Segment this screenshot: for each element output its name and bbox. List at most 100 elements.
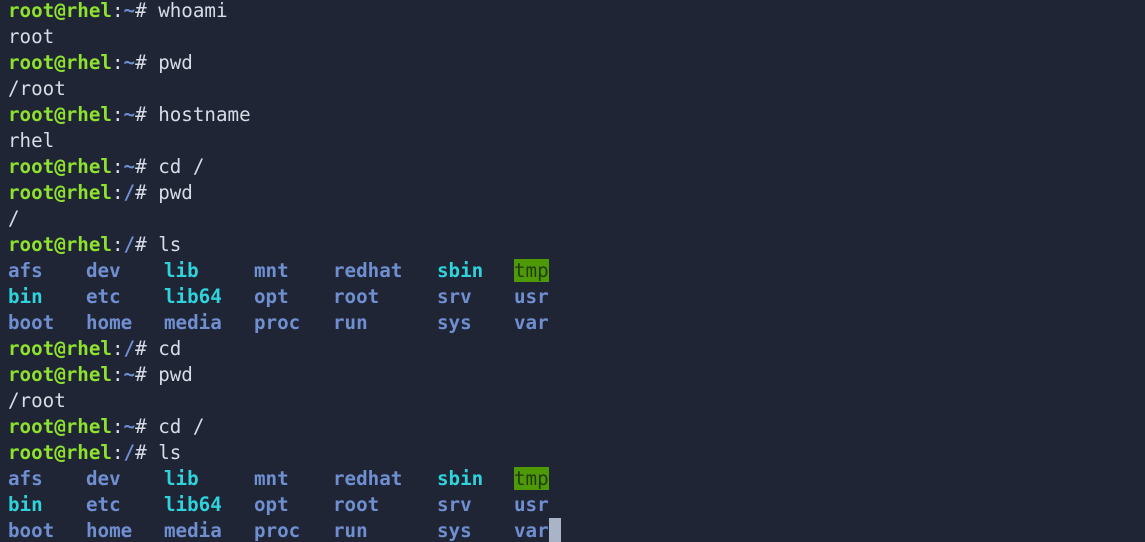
ls-entry-link: sbin	[437, 467, 484, 490]
prompt-line: root@rhel:/# cd	[8, 336, 574, 362]
ls-entry-dir: media	[164, 519, 222, 542]
ls-entry-dir: opt	[254, 285, 289, 308]
prompt-line: root@rhel:/# pwd	[8, 180, 574, 206]
command-text: pwd	[158, 51, 193, 74]
output-line: rhel	[8, 128, 574, 154]
command-text: whoami	[158, 0, 228, 22]
ls-entry-cell: usr	[514, 284, 574, 310]
output-line: /	[8, 206, 574, 232]
ls-entry-dir: etc	[86, 285, 121, 308]
ls-entry-dir: var	[514, 519, 549, 542]
prompt-line: root@rhel:/# ls	[8, 232, 574, 258]
prompt-path: ~	[123, 363, 136, 386]
ls-entry-cell: root	[333, 492, 437, 518]
ls-entry-link: lib	[164, 467, 199, 490]
prompt-line: root@rhel:~# hostname	[8, 102, 574, 128]
ls-entry-dir: mnt	[254, 467, 289, 490]
prompt-path: /	[123, 337, 136, 360]
ls-entry-cell: sbin	[437, 258, 514, 284]
ls-entry-cell: mnt	[254, 466, 333, 492]
ls-entry-cell: boot	[8, 518, 86, 542]
prompt-path: ~	[123, 51, 136, 74]
ls-entry-cell: run	[333, 518, 437, 542]
prompt-line: root@rhel:~# cd /	[8, 154, 574, 180]
ls-entry-cell: opt	[254, 492, 333, 518]
prompt-colon: :	[111, 441, 124, 464]
command-text: cd /	[158, 155, 205, 178]
prompt-path: ~	[123, 155, 136, 178]
ls-entry-cell: var	[514, 518, 574, 542]
prompt-user-host: root@rhel	[8, 181, 112, 204]
prompt-colon: :	[111, 337, 124, 360]
ls-entry-cell: sys	[437, 518, 514, 542]
ls-entry-sticky: tmp	[514, 259, 549, 282]
ls-entry-dir: proc	[254, 519, 301, 542]
prompt-symbol: #	[135, 233, 159, 256]
prompt-user-host: root@rhel	[8, 155, 112, 178]
prompt-user-host: root@rhel	[8, 337, 112, 360]
prompt-line: root@rhel:~# pwd	[8, 362, 574, 388]
ls-entry-cell: etc	[86, 284, 164, 310]
prompt-user-host: root@rhel	[8, 103, 112, 126]
ls-entry-link: lib64	[164, 493, 222, 516]
prompt-user-host: root@rhel	[8, 363, 112, 386]
ls-entry-cell: etc	[86, 492, 164, 518]
prompt-symbol: #	[135, 441, 159, 464]
output-text: /root	[8, 77, 66, 100]
ls-entry-dir: redhat	[333, 259, 403, 282]
ls-entry-cell: boot	[8, 310, 86, 336]
ls-entry-cell: redhat	[333, 258, 437, 284]
ls-entry-cell: dev	[86, 466, 164, 492]
ls-entry-dir: boot	[8, 519, 55, 542]
prompt-line: root@rhel:~# pwd	[8, 50, 574, 76]
prompt-symbol: #	[135, 181, 159, 204]
ls-entry-link: bin	[8, 285, 43, 308]
ls-entry-cell: dev	[86, 258, 164, 284]
ls-entry-dir: afs	[8, 259, 43, 282]
output-text: root	[8, 25, 55, 48]
ls-entry-dir: etc	[86, 493, 121, 516]
ls-entry-link: lib	[164, 259, 199, 282]
ls-entry-link: lib64	[164, 285, 222, 308]
ls-entry-cell: run	[333, 310, 437, 336]
ls-entry-cell: lib64	[164, 284, 254, 310]
ls-entry-cell: afs	[8, 258, 86, 284]
prompt-symbol: #	[135, 363, 159, 386]
prompt-path: ~	[123, 0, 136, 22]
output-text: /	[8, 207, 20, 230]
ls-entry-cell: proc	[254, 310, 333, 336]
ls-entry-cell: home	[86, 518, 164, 542]
text-cursor	[548, 518, 561, 542]
prompt-line: root@rhel:~# whoami	[8, 0, 574, 24]
ls-entry-cell: lib	[164, 466, 254, 492]
ls-entry-cell: srv	[437, 284, 514, 310]
output-line: /root	[8, 76, 574, 102]
prompt-line: root@rhel:~# cd /	[8, 414, 574, 440]
prompt-colon: :	[111, 233, 124, 256]
prompt-colon: :	[111, 181, 124, 204]
ls-entry-cell: opt	[254, 284, 333, 310]
prompt-user-host: root@rhel	[8, 233, 112, 256]
ls-entry-dir: boot	[8, 311, 55, 334]
ls-entry-cell: mnt	[254, 258, 333, 284]
ls-entry-cell: media	[164, 518, 254, 542]
command-text: ls	[158, 233, 182, 256]
ls-entry-dir: redhat	[333, 467, 403, 490]
ls-entry-cell: root	[333, 284, 437, 310]
ls-entry-dir: sys	[437, 311, 472, 334]
ls-entry-cell: usr	[514, 492, 574, 518]
ls-entry-dir: srv	[437, 493, 472, 516]
output-text: /root	[8, 389, 66, 412]
ls-entry-dir: run	[333, 311, 368, 334]
prompt-symbol: #	[135, 415, 159, 438]
prompt-path: /	[123, 181, 136, 204]
ls-entry-dir: var	[514, 311, 549, 334]
ls-entry-cell: redhat	[333, 466, 437, 492]
prompt-colon: :	[111, 155, 124, 178]
ls-entry-dir: usr	[514, 493, 549, 516]
